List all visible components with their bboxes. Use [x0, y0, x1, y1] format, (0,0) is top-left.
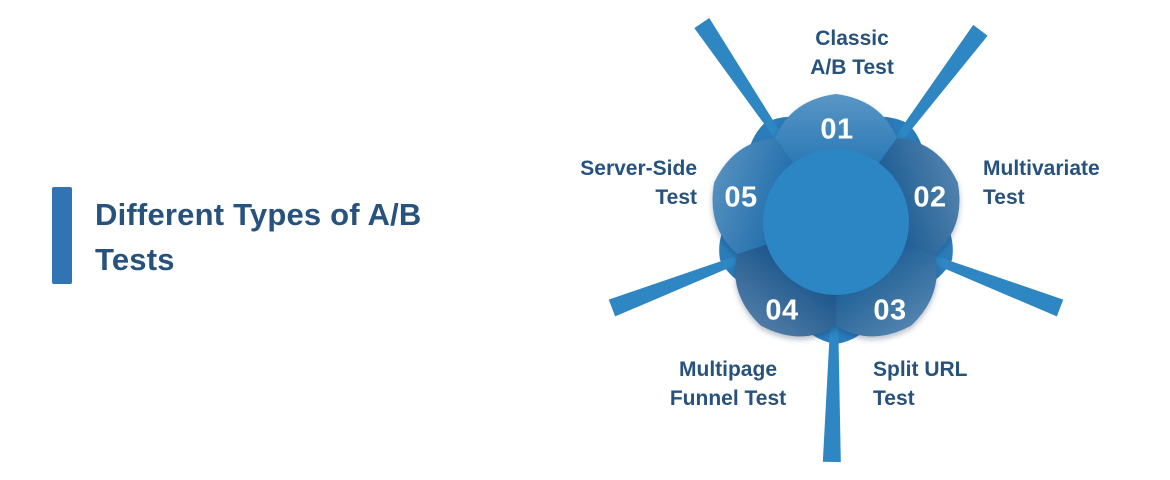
center-circle [763, 149, 909, 295]
ray-top-left [694, 17, 783, 140]
ray-bottom [822, 323, 841, 463]
title-accent-bar [52, 187, 72, 284]
label-multivariate-test: Multivariate Test [983, 157, 1100, 209]
ray-left [608, 254, 743, 317]
segment-number-02: 02 [913, 181, 947, 214]
segment-number-05: 05 [724, 181, 758, 214]
segment-number-04: 04 [765, 294, 799, 327]
ray-top-right [894, 24, 988, 143]
label-split-url-test: Split URL Test [873, 358, 968, 410]
label-server-side-test: Server-Side Test [580, 157, 697, 209]
segment-number-01: 01 [820, 113, 854, 146]
ray-right [929, 254, 1064, 317]
label-classic-ab-test: Classic A/B Test [810, 27, 894, 79]
ray-layer [608, 17, 1064, 463]
page-title-line-2: Tests [95, 242, 175, 277]
label-multipage-funnel-test: Multipage Funnel Test [669, 358, 787, 410]
segment-number-03: 03 [873, 294, 907, 327]
page-title-line-1: Different Types of A/B [95, 197, 422, 232]
page-title: Different Types of A/B Tests [95, 192, 421, 282]
